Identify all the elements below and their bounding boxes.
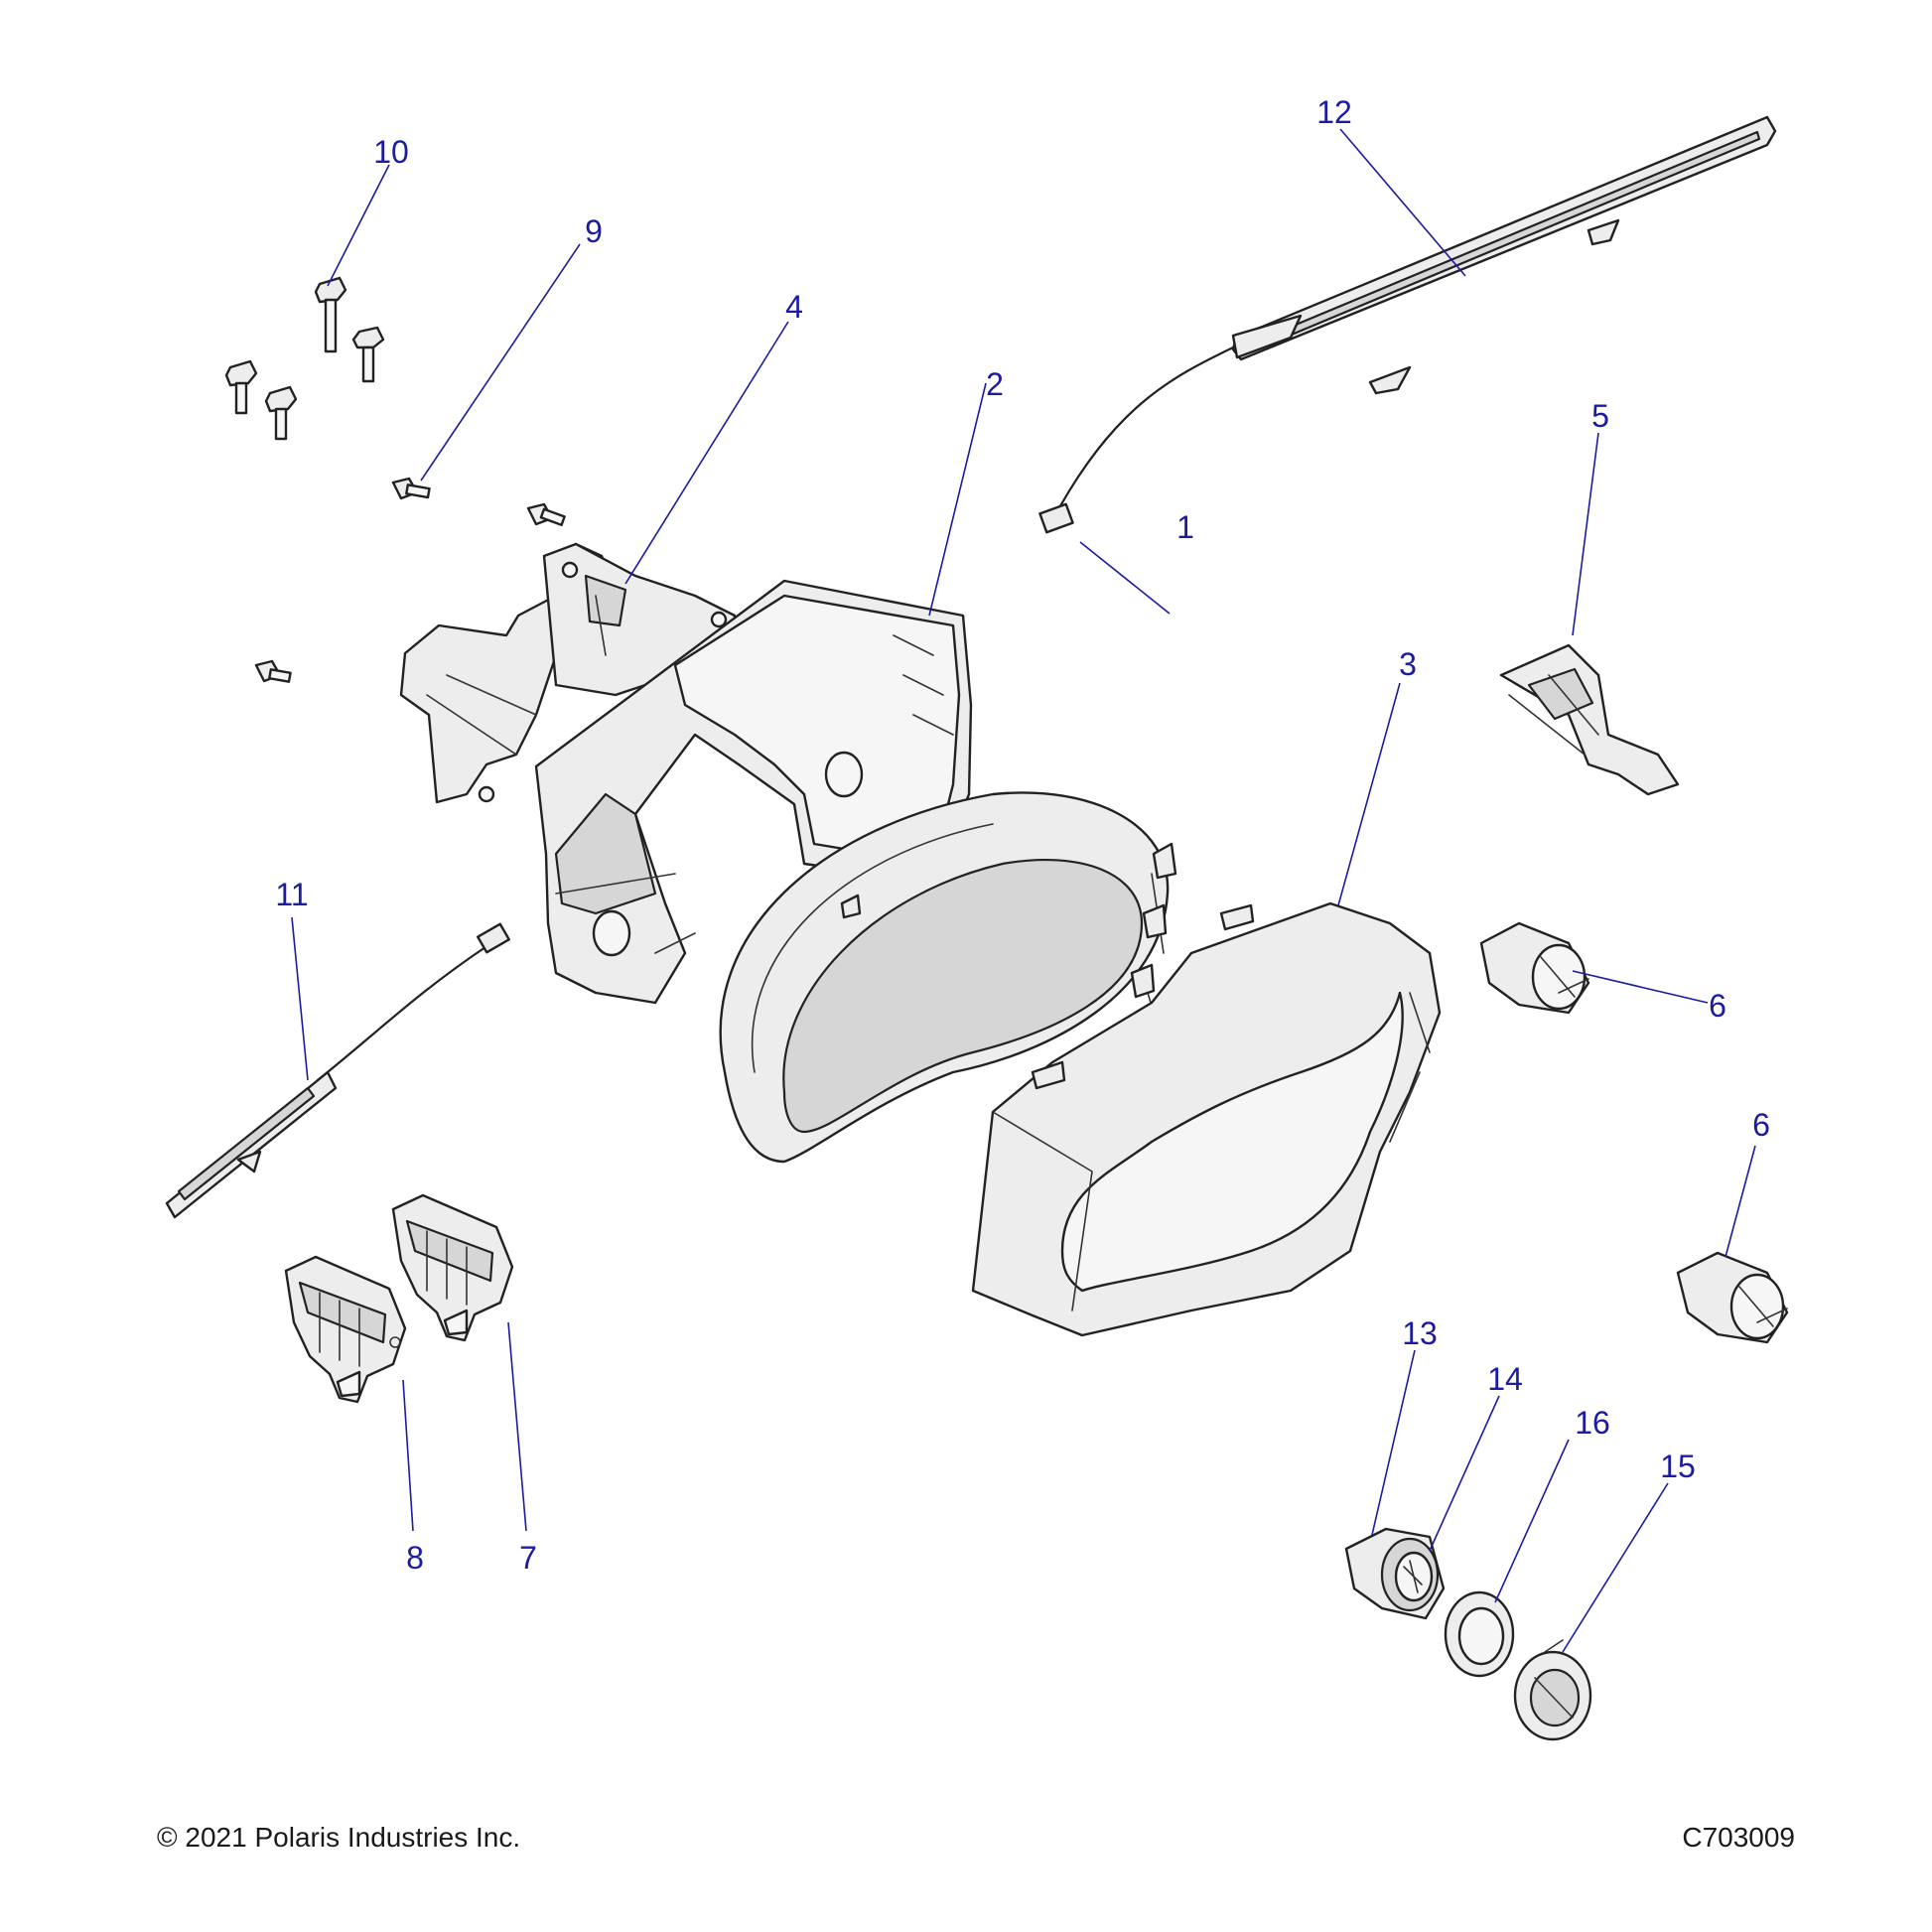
diagram-code: C703009 xyxy=(1682,1822,1795,1853)
callout-16: 16 xyxy=(1575,1405,1610,1441)
callout-5: 5 xyxy=(1591,398,1609,434)
part-10-bolts[interactable] xyxy=(224,276,385,441)
part-6-plug-lower[interactable] xyxy=(1676,1251,1789,1344)
callout-11: 11 xyxy=(275,877,308,912)
part-16-lock-ring[interactable] xyxy=(1444,1590,1515,1678)
part-5-key-switch[interactable] xyxy=(1499,643,1680,796)
leader-lines xyxy=(291,128,1756,1653)
part-9-screws[interactable] xyxy=(254,477,566,683)
part-8-rocker-switch[interactable] xyxy=(284,1255,407,1404)
callout-14: 14 xyxy=(1487,1361,1523,1397)
callout-7: 7 xyxy=(519,1540,537,1576)
part-11-sensor-strip[interactable] xyxy=(165,922,510,1219)
callout-1: 1 xyxy=(1176,509,1194,545)
callout-13: 13 xyxy=(1402,1315,1438,1351)
part-1-instrument-cluster[interactable] xyxy=(719,791,1177,1164)
callout-8: 8 xyxy=(406,1540,424,1576)
callout-4: 4 xyxy=(785,289,803,325)
part-12-switch-strip[interactable] xyxy=(1038,115,1777,534)
callout-12: 12 xyxy=(1316,94,1352,130)
copyright-text: © 2021 Polaris Industries Inc. xyxy=(157,1822,520,1853)
part-3-bezel[interactable] xyxy=(971,901,1442,1337)
callout-15: 15 xyxy=(1660,1449,1696,1484)
callout-9: 9 xyxy=(585,213,603,249)
callout-6-lower: 6 xyxy=(1752,1107,1770,1143)
part-15-socket-cap[interactable] xyxy=(1513,1639,1592,1741)
callout-2: 2 xyxy=(986,366,1004,402)
callout-6-upper: 6 xyxy=(1709,988,1726,1024)
part-6-plug-upper[interactable] xyxy=(1479,921,1590,1015)
part-14-socket-face[interactable] xyxy=(1394,1551,1434,1602)
part-7-rocker-switch[interactable] xyxy=(391,1193,514,1342)
callout-labels: 1 2 3 4 5 6 6 7 8 9 10 11 12 13 14 16 15 xyxy=(275,94,1770,1576)
callout-3: 3 xyxy=(1399,646,1417,682)
callout-10: 10 xyxy=(373,134,409,170)
part-2-dash-housing[interactable] xyxy=(534,579,973,1005)
